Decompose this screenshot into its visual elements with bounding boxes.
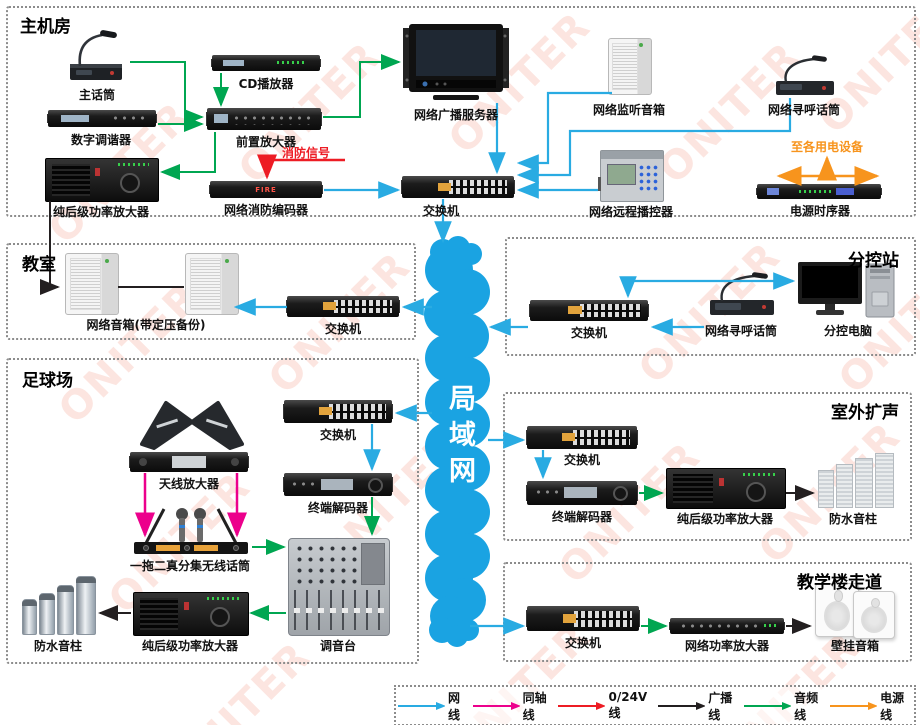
legend-label: 电源线 — [880, 690, 905, 722]
zone-title-main-room: 主机房 — [20, 17, 71, 37]
remote-controller-icon — [598, 150, 664, 202]
legend-item-coax: 同轴线 — [471, 689, 557, 723]
net-line-arrow-icon — [398, 701, 445, 710]
legend-item-power: 电源线 — [828, 689, 914, 723]
legend-item-audio: 音频线 — [742, 689, 828, 723]
broadcast-line-arrow-icon — [658, 701, 706, 710]
switch-football-icon — [284, 400, 392, 423]
label-server: 网络广播服务器 — [413, 108, 499, 122]
zone-main-room — [6, 6, 916, 217]
monitor-speaker-icon — [608, 38, 652, 95]
label-preamp: 前置放大器 — [235, 135, 297, 149]
label-subcontrol-computer: 分控电脑 — [823, 324, 873, 338]
label-main-mic: 主话筒 — [78, 88, 116, 102]
lan-cloud-label: 局域网 — [444, 384, 475, 492]
zone-title-classroom: 教室 — [22, 255, 56, 275]
zone-title-football: 足球场 — [22, 371, 73, 391]
network-amplifier-icon — [670, 618, 784, 634]
legend-label: 音频线 — [794, 690, 819, 722]
switch-classroom-icon — [287, 296, 399, 317]
zone-football-field — [6, 358, 419, 664]
zone-outdoor-pa — [503, 392, 912, 541]
classroom-speaker-icon — [65, 253, 119, 315]
zone-title-outdoor: 室外扩声 — [831, 403, 899, 423]
switch-subcontrol-icon — [530, 300, 648, 321]
zone-title-corridor: 教学楼走道 — [797, 573, 882, 593]
label-to-devices: 至各用电设备 — [790, 140, 864, 154]
label-column-football: 防水音柱 — [33, 639, 83, 653]
waterproof-column-outdoor-icon — [818, 453, 894, 508]
wall-speaker-icon — [815, 583, 895, 639]
label-switch-corridor: 交换机 — [564, 636, 602, 650]
fire-encoder-icon: FIRE — [210, 181, 322, 198]
power-line-arrow-icon — [830, 701, 878, 710]
paging-microphone-subcontrol-icon — [702, 270, 780, 318]
wireless-microphone-set-icon — [132, 505, 250, 555]
antenna-amplifier-icon — [130, 452, 248, 472]
zone-title-subcontrol: 分控站 — [848, 251, 899, 271]
classroom-speaker-icon — [185, 253, 239, 315]
preamplifier-icon — [207, 108, 321, 130]
subcontrol-computer-icon — [798, 262, 898, 318]
legend-item-net: 网线 — [396, 689, 471, 723]
decoder-outdoor-icon — [527, 481, 637, 505]
switch-outdoor-icon — [527, 426, 637, 449]
label-column-outdoor: 防水音柱 — [828, 512, 878, 526]
switch-main-icon — [402, 176, 514, 198]
antenna-paddles-icon — [138, 398, 246, 450]
fire-badge: FIRE — [255, 185, 277, 194]
label-decoder-football: 终端解码器 — [307, 501, 369, 515]
legend: 网线 同轴线 0/24V线 广播线 音频线 — [394, 685, 916, 725]
paging-microphone-icon — [768, 54, 838, 98]
label-wall-speaker: 壁挂音箱 — [830, 639, 880, 653]
digital-tuner-icon — [48, 110, 156, 127]
audio-line-arrow-icon — [744, 701, 792, 710]
broadcast-server-icon — [403, 22, 509, 102]
label-mixer: 调音台 — [319, 639, 357, 653]
label-paging-mic-subcontrol: 网络寻呼话筒 — [704, 324, 778, 338]
label-amp-outdoor: 纯后级功率放大器 — [676, 512, 774, 526]
label-switch-football: 交换机 — [319, 428, 357, 442]
label-switch-main: 交换机 — [422, 204, 460, 218]
waterproof-column-football-icon — [22, 576, 96, 635]
zone-corridor — [503, 562, 912, 662]
switch-corridor-icon — [527, 606, 639, 631]
label-decoder-outdoor: 终端解码器 — [551, 510, 613, 524]
legend-label: 0/24V线 — [608, 690, 648, 720]
power-amplifier-icon — [45, 158, 159, 202]
zone-classroom — [6, 243, 416, 340]
label-cd-player: CD播放器 — [238, 77, 294, 91]
legend-label: 同轴线 — [522, 690, 547, 722]
label-switch-classroom: 交换机 — [324, 322, 362, 336]
legend-label: 广播线 — [708, 690, 733, 722]
label-fire-signal: 消防信号 — [281, 146, 331, 160]
label-wireless-mic: 一拖二真分集无线话筒 — [129, 559, 251, 573]
label-switch-subcontrol: 交换机 — [570, 326, 608, 340]
legend-item-024v: 0/24V线 — [556, 690, 656, 721]
decoder-football-icon — [284, 473, 392, 496]
zone-subcontrol-station — [505, 237, 916, 356]
label-amp-football: 纯后级功率放大器 — [141, 639, 239, 653]
main-microphone-icon — [68, 26, 128, 84]
label-remote-controller: 网络远程播控器 — [588, 205, 674, 219]
label-paging-mic-main: 网络寻呼话筒 — [767, 103, 841, 117]
label-main-amp: 纯后级功率放大器 — [52, 205, 150, 219]
label-classroom-speakers: 网络音箱(带定压备份) — [86, 318, 206, 332]
label-fire-encoder: 网络消防编码器 — [223, 203, 309, 217]
label-tuner: 数字调谐器 — [70, 133, 132, 147]
legend-item-broadcast: 广播线 — [656, 689, 742, 723]
power-amplifier-outdoor-icon — [666, 468, 786, 509]
legend-label: 网线 — [447, 690, 460, 722]
power-sequencer-icon — [757, 184, 881, 199]
power-amplifier-football-icon — [133, 592, 249, 636]
label-monitor-speaker: 网络监听音箱 — [592, 103, 666, 117]
coax-line-arrow-icon — [472, 701, 520, 710]
v024-line-arrow-icon — [558, 701, 606, 710]
cd-player-icon — [212, 55, 320, 71]
label-power-sequencer: 电源时序器 — [789, 204, 851, 218]
mixer-icon — [288, 538, 390, 636]
label-antenna-amp: 天线放大器 — [158, 477, 220, 491]
label-network-amp: 网络功率放大器 — [684, 639, 770, 653]
label-switch-outdoor: 交换机 — [563, 453, 601, 467]
